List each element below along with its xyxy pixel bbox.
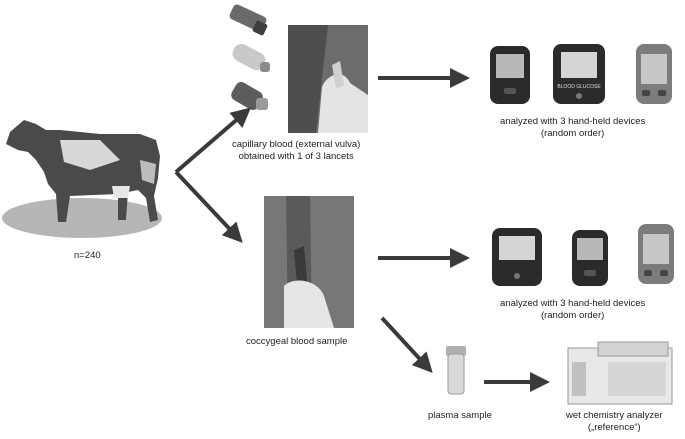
analyzed-top-line1: analyzed with 3 hand-held devices <box>500 116 646 127</box>
glucose-meter-icon <box>636 44 672 104</box>
coccygeal-label: coccygeal blood sample <box>246 336 348 347</box>
analyzer-line1: wet chemistry analyzer <box>566 410 663 421</box>
analyzed-mid-line1: analyzed with 3 hand-held devices <box>500 298 646 309</box>
analyzer-label: wet chemistry analyzer („reference“) <box>566 410 663 434</box>
lancet-image <box>229 4 268 36</box>
glucose-meter-icon <box>490 46 530 104</box>
arrow-to-coccygeal <box>174 170 243 243</box>
cow-count-label: n=240 <box>74 250 101 261</box>
arrow-to-capillary <box>174 107 252 174</box>
glucose-meter-icon <box>638 224 674 284</box>
analyzed-top-label: analyzed with 3 hand-held devices (rando… <box>500 116 645 140</box>
analyzer-line2: („reference“) <box>587 422 641 433</box>
plasma-label: plasma sample <box>428 410 492 421</box>
glucose-meter-icon: BLOOD GLUCOSE <box>553 44 605 104</box>
glucose-meter-icon <box>572 230 608 286</box>
capillary-label: capillary blood (external vulva) obtaine… <box>232 139 360 163</box>
coccygeal-sampling-photo <box>264 196 354 328</box>
cow-image <box>2 120 162 238</box>
lancet-image <box>232 43 270 72</box>
analyzed-mid-line2: (random order) <box>540 310 605 321</box>
capillary-label-line1: capillary blood (external vulva) <box>232 139 361 150</box>
capillary-sampling-photo <box>288 25 368 133</box>
analyzed-mid-label: analyzed with 3 hand-held devices (rando… <box>500 298 645 322</box>
glucose-meter-icon <box>492 228 542 286</box>
arrow-coccygeal-to-plasma <box>380 316 433 373</box>
svg-text:BLOOD GLUCOSE: BLOOD GLUCOSE <box>557 84 601 90</box>
lancet-image <box>231 82 268 110</box>
plasma-tube-icon <box>446 346 466 395</box>
wet-chemistry-analyzer-icon <box>567 341 673 405</box>
capillary-label-line2: obtained with 1 of 3 lancets <box>238 151 354 162</box>
analyzed-top-line2: (random order) <box>540 128 605 139</box>
